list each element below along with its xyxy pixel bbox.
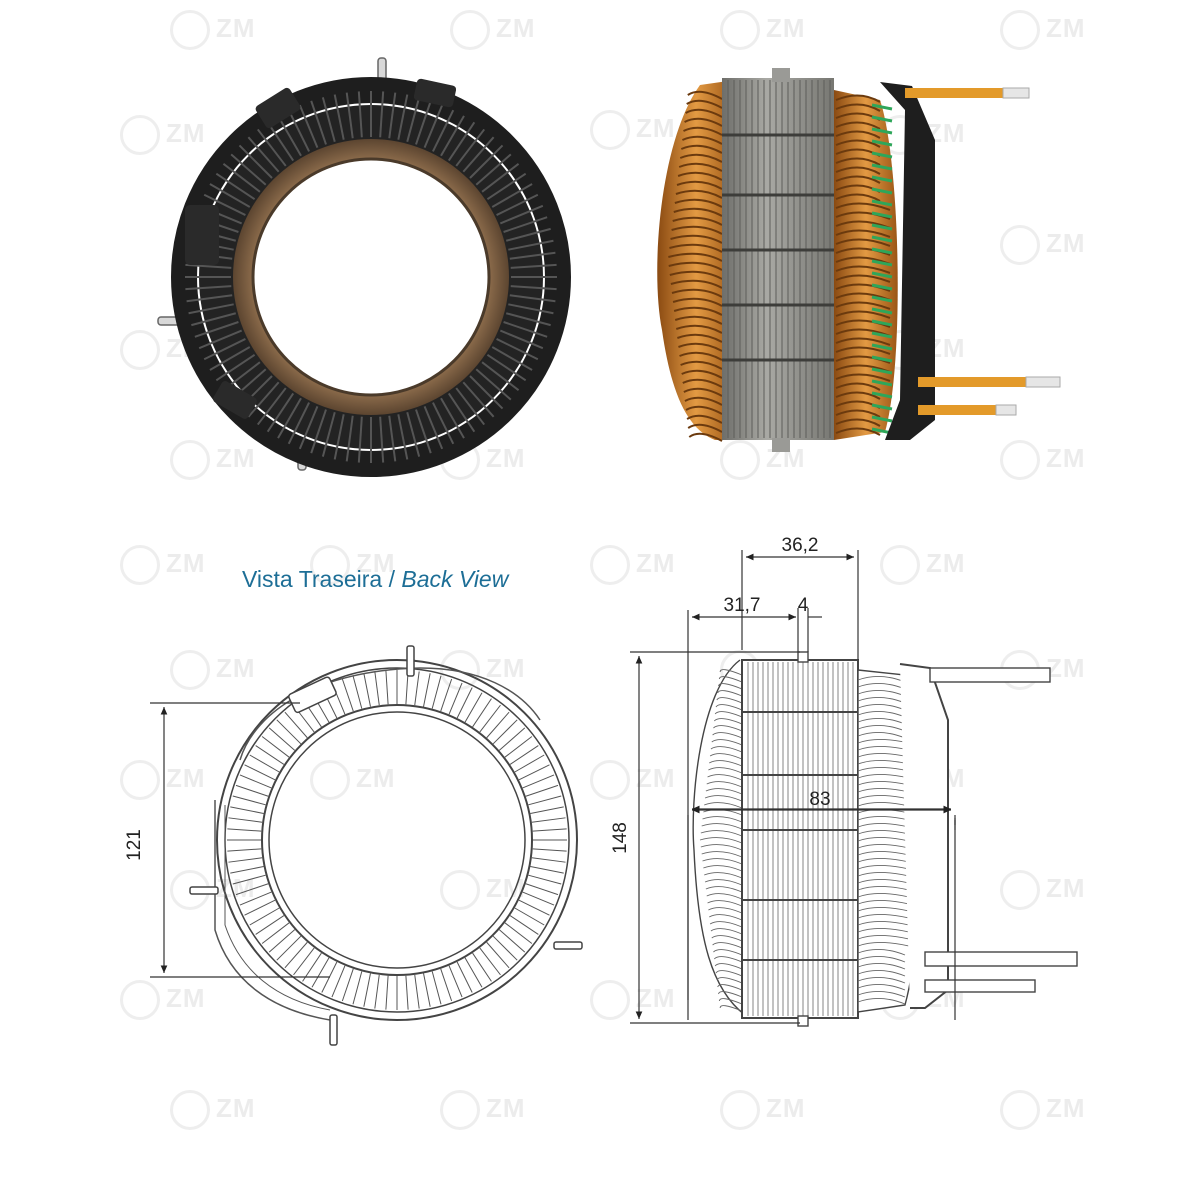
dimension-inner-diameter: [150, 702, 330, 978]
photo-back-view: [157, 57, 571, 477]
view-label: Vista Traseira / Back View: [242, 566, 508, 593]
dim-label-tab-width: 4: [798, 595, 809, 616]
core-segments: [722, 133, 834, 362]
dim-label-top-width: 36,2: [782, 535, 819, 556]
dimension-line-length: [687, 806, 956, 1020]
plastic-frame: [171, 77, 571, 477]
view-label-en: Back View: [401, 566, 509, 592]
drawing-back-view: [189, 645, 583, 1046]
stator-teeth-drawing: [227, 670, 567, 1010]
dim-label-left-offset: 31,7: [724, 595, 761, 616]
frame-bumps: [185, 78, 457, 419]
steel-core-photo: [722, 78, 834, 440]
green-wire-tips: [871, 103, 893, 435]
copper-winding-left: [657, 80, 735, 440]
view-label-pt: Vista Traseira: [242, 566, 383, 592]
orange-leads: [905, 87, 1061, 416]
dim-label-total-length: 83: [809, 789, 830, 810]
photo-side-view: [657, 68, 1061, 452]
view-label-separator: /: [382, 566, 402, 592]
terminal-frame-photo: [880, 82, 935, 440]
dim-label-height: 148: [610, 822, 631, 854]
drawing-side-view: [692, 651, 1078, 1027]
dim-label-inner-diameter: 121: [124, 829, 145, 861]
